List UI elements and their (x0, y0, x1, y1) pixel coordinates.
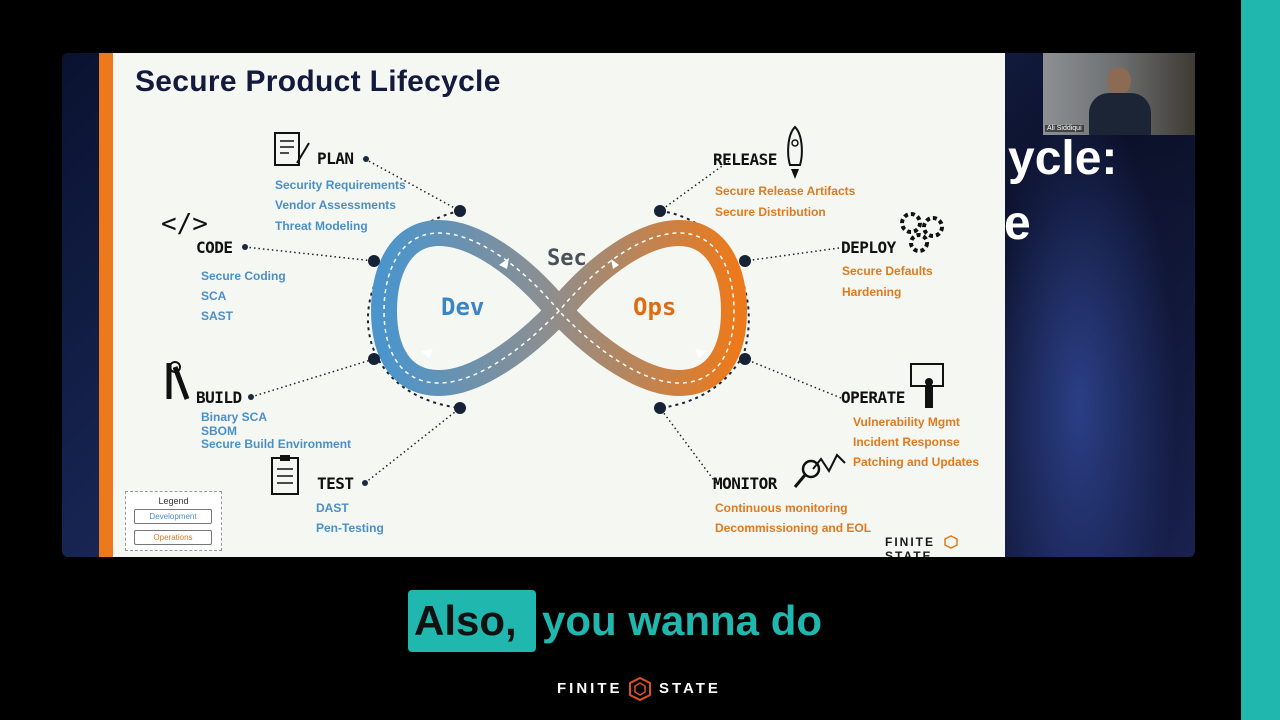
monitor-item-2: Decommissioning and EOL (715, 521, 872, 535)
code-dot (242, 244, 248, 250)
node-monitor (654, 402, 666, 414)
arrow-icon-2 (611, 259, 619, 269)
legend-development: Development (134, 509, 212, 524)
background-title-fragment-2: e (1004, 197, 1031, 250)
wrench-icon (166, 361, 190, 400)
arrow-icon-1 (499, 258, 509, 269)
connector-release (659, 160, 730, 212)
plan-item-1: Security Requirements (275, 178, 406, 192)
test-item-1: DAST (316, 501, 349, 515)
center-label-dev: Dev (441, 293, 485, 321)
build-item-3: Secure Build Environment (201, 437, 352, 451)
node-test (454, 402, 466, 414)
legend-title: Legend (158, 496, 189, 506)
stage-title-plan: PLAN (317, 149, 354, 168)
plan-dot (363, 156, 369, 162)
code-brackets-icon: </> (161, 209, 208, 239)
node-code (368, 255, 380, 267)
document-icon (274, 132, 310, 166)
stage-title-monitor: MONITOR (713, 474, 777, 493)
stage-title-build: BUILD (196, 388, 242, 407)
connector-code (244, 246, 375, 262)
subtitle-caption: Also, you wanna do (0, 590, 1241, 652)
legend: Legend Development Operations (125, 491, 222, 551)
test-dot (362, 480, 368, 486)
node-release (654, 205, 666, 217)
build-item-1: Binary SCA (201, 410, 268, 424)
magnifier-chart-icon (793, 453, 846, 488)
lifecycle-diagram (244, 158, 842, 484)
stage-title-operate: OPERATE (841, 388, 905, 407)
build-item-2: SBOM (201, 424, 237, 438)
infinity-inner-dashes (383, 232, 735, 384)
node-plan (454, 205, 466, 217)
background-glow (1002, 53, 1195, 557)
slide-brand: FINITE STATE (885, 535, 1005, 557)
connector-monitor (659, 407, 717, 484)
slide-title: Secure Product Lifecycle (135, 65, 501, 98)
slide-brand-left: FINITE (885, 535, 935, 549)
slide-accent-stripe (99, 53, 113, 557)
arrow-icon-4 (695, 349, 707, 358)
teal-side-bar (1241, 0, 1280, 720)
avatar (1107, 67, 1131, 95)
stage-title-test: TEST (317, 474, 354, 493)
webcam-name-label: Ali Siddiqui (1045, 125, 1084, 132)
connector-test (364, 407, 461, 484)
release-item-2: Secure Distribution (715, 205, 826, 219)
slide-brand-right: STATE (885, 549, 933, 557)
background-title-fragment-1: ycle: (1008, 132, 1118, 185)
center-label-sec: Sec (547, 246, 587, 271)
deploy-item-2: Hardening (842, 285, 902, 299)
webcam-feed: Ali Siddiqui (1043, 53, 1195, 135)
connector-build (250, 358, 375, 398)
operate-item-1: Vulnerability Mgmt (853, 415, 960, 429)
stage-title-release: RELEASE (713, 150, 777, 169)
footer-brand-right: STATE (659, 680, 721, 697)
node-operate (739, 353, 751, 365)
presentation-slide: Secure Product Lifecycle (99, 53, 1005, 557)
monitor-item-1: Continuous monitoring (715, 501, 848, 515)
caption-highlight-word: Also, (414, 597, 517, 644)
center-label-ops: Ops (633, 293, 677, 321)
code-item-2: SCA (201, 289, 227, 303)
plan-item-2: Vendor Assessments (275, 198, 396, 212)
deploy-item-1: Secure Defaults (842, 264, 933, 278)
gears-icon (900, 212, 944, 253)
operate-item-3: Patching and Updates (853, 455, 980, 469)
footer-brand-left: FINITE (557, 680, 623, 697)
clipboard-icon (271, 455, 299, 495)
finite-state-logo-icon (944, 535, 959, 549)
connector-plan (364, 158, 461, 212)
finite-state-footer-logo-icon (629, 676, 651, 702)
test-item-2: Pen-Testing (316, 521, 384, 535)
node-deploy (739, 255, 751, 267)
caption-text: you wanna do (542, 597, 823, 644)
node-build (368, 353, 380, 365)
avatar-body (1089, 93, 1151, 135)
presenter-screen-icon (910, 363, 944, 408)
code-item-3: SAST (201, 309, 234, 323)
caption-highlight-box (408, 590, 536, 652)
legend-operations: Operations (134, 530, 212, 545)
release-item-1: Secure Release Artifacts (715, 184, 856, 198)
connector-operate (744, 358, 842, 399)
stage-title-code: CODE (196, 238, 233, 257)
stage-title-deploy: DEPLOY (841, 238, 896, 257)
plan-item-3: Threat Modeling (275, 219, 368, 233)
operate-item-2: Incident Response (853, 435, 960, 449)
build-dot (248, 394, 254, 400)
rocket-icon (787, 125, 803, 179)
code-item-1: Secure Coding (201, 269, 286, 283)
connector-deploy (744, 247, 840, 262)
arrow-icon-3 (421, 349, 433, 358)
